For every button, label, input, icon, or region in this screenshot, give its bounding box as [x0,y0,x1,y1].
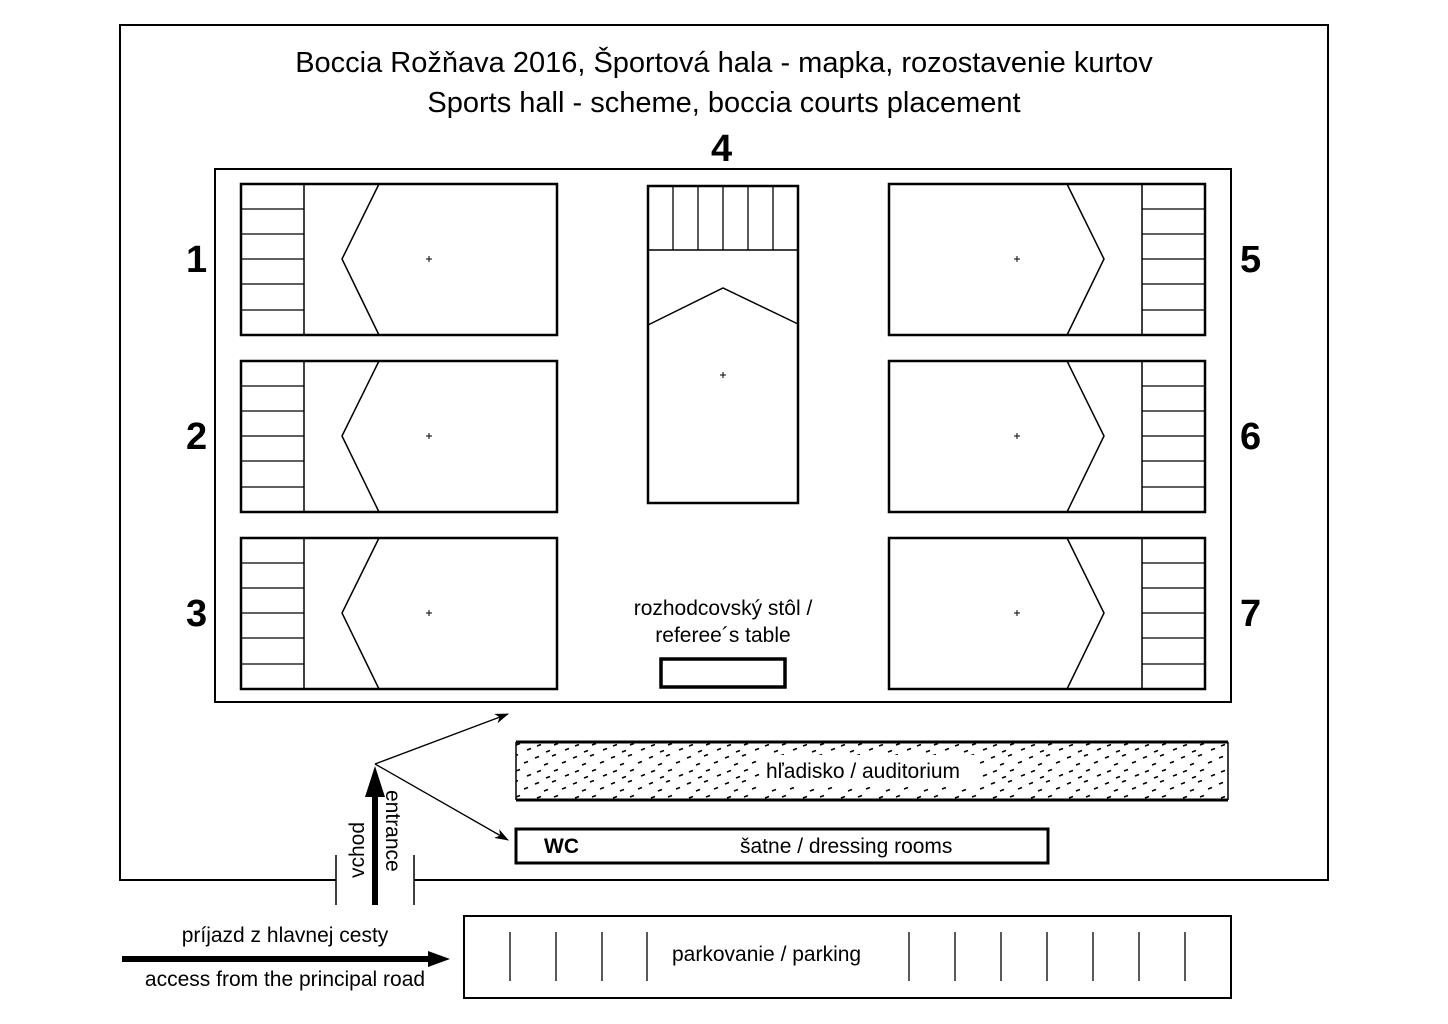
dressing-rooms-area [514,827,1050,865]
wc-label: WC [544,835,579,858]
entrance-arrowhead-icon [365,766,385,797]
parking-area [463,915,1232,999]
court-number-5: 5 [1240,239,1262,281]
parking-stalls-right [908,932,1186,981]
court-number-1: 1 [186,239,208,281]
court-number-4: 4 [711,128,733,170]
parking-label: parkovanie / parking [672,943,862,966]
access-arrowhead-icon [428,951,450,967]
court-1 [239,182,559,337]
court-3 [239,536,559,691]
entrance-label-en: entrance [381,790,404,872]
access-label-sk: príjazd z hlavnej cesty [181,924,389,947]
court-number-2: 2 [186,416,208,458]
parking-stalls-left [509,932,648,981]
court-number-3: 3 [186,593,208,635]
referee-table-label-en: referee´s table [655,624,791,647]
arrow-to-dressing-rooms [374,763,509,841]
court-4 [646,184,800,505]
court-number-6: 6 [1240,416,1262,458]
court-6 [887,359,1207,514]
access-label-en: access from the principal road [144,968,426,991]
referee-table [659,657,787,689]
arrow-to-hall [374,713,509,765]
dressing-rooms-label: šatne / dressing rooms [740,835,953,858]
entrance-label-sk: vchod [346,821,369,878]
auditorium-label: hľadisko / auditorium [766,760,961,783]
court-number-7: 7 [1240,593,1262,635]
referee-table-label-sk: rozhodcovský stôl / [633,597,813,620]
court-2 [239,359,559,514]
building-outline [119,24,1329,881]
map-title: Boccia Rožňava 2016, Športová hala - map… [295,47,1153,79]
court-7 [887,536,1207,691]
map-subtitle: Sports hall - scheme, boccia courts plac… [427,87,1021,119]
sports-hall-floor [214,168,1232,703]
court-5 [887,182,1207,337]
